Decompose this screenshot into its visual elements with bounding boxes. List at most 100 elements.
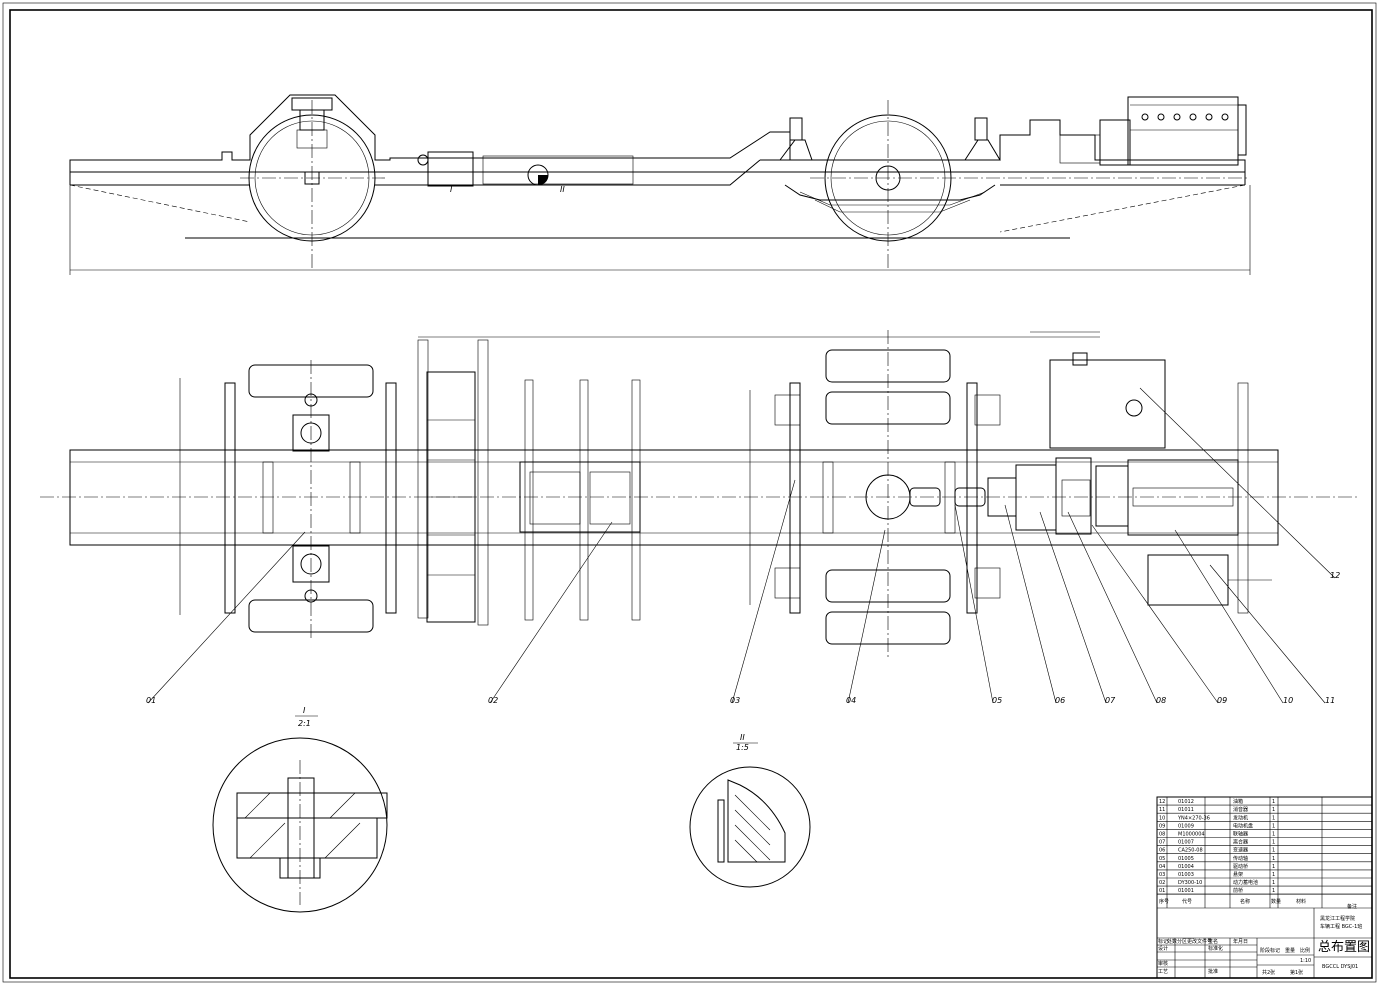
parts-row-qty: 1 [1272, 864, 1275, 870]
parts-row-code: 01011 [1178, 807, 1194, 813]
parts-row-qty: 1 [1272, 888, 1275, 894]
parts-row-qty: 1 [1272, 840, 1275, 846]
parts-row-name: 油箱 [1233, 798, 1243, 805]
sheet-total: 共2张 [1262, 969, 1275, 976]
detail-ii-scale: 1:5 [736, 743, 749, 752]
parts-row-no: 08 [1159, 832, 1165, 838]
parts-row-no: 05 [1159, 856, 1165, 862]
parts-row-code: YN4×270-36 [1177, 815, 1210, 821]
parts-row-name: 消音器 [1233, 806, 1248, 813]
tb-label-zone: 分区 [1177, 938, 1187, 945]
sheet-number: 第1张 [1290, 969, 1303, 976]
parts-row-code: 01007 [1178, 840, 1194, 846]
parts-row-qty: 1 [1272, 815, 1275, 821]
tb-label-review: 审核 [1158, 960, 1168, 967]
parts-row-no: 06 [1159, 848, 1165, 854]
parts-row-no: 09 [1159, 823, 1165, 829]
leader-label-08: 08 [1156, 696, 1166, 705]
parts-header-qty: 数量 [1271, 898, 1281, 905]
leader-label-02: 02 [488, 696, 498, 705]
top-view [40, 330, 1360, 660]
parts-row-code: 01004 [1178, 864, 1194, 870]
parts-row-no: 04 [1159, 864, 1165, 870]
inner-border [9, 9, 1373, 979]
parts-row-qty: 1 [1272, 856, 1275, 862]
detail-ii-mark: II [560, 185, 565, 194]
tb-label-sign: 签名 [1208, 938, 1218, 945]
parts-row-name: 动力蓄电池 [1233, 879, 1258, 886]
drawing-title: 总布置图 [1318, 940, 1370, 955]
parts-row-qty: 1 [1272, 823, 1275, 829]
leader-lines [147, 387, 1336, 704]
parts-row-qty: 1 [1272, 832, 1275, 838]
title-school: 黑龙江工程学院 [1320, 915, 1355, 922]
drawing-number: BGCCL DYSJ01 [1322, 964, 1358, 970]
parts-row-code: M1000004 [1178, 832, 1205, 838]
parts-header-remark: 备注 [1347, 903, 1357, 910]
tb-label-standard: 标准化 [1208, 945, 1223, 952]
muffler [1147, 554, 1229, 606]
parts-row-code: 01003 [1178, 872, 1194, 878]
title-class: 车辆工程 BGC-1班 [1320, 923, 1362, 930]
leader-label-12: 12 [1330, 571, 1340, 580]
leader-label-10: 10 [1283, 696, 1293, 705]
parts-row-name: 电动机盘 [1233, 822, 1253, 829]
leader-label-11: 11 [1325, 696, 1335, 705]
leader-label-01: 01 [146, 696, 156, 705]
detail-i-scale: 2:1 [298, 719, 311, 728]
detail-i-label: I [303, 706, 306, 715]
leader-label-06: 06 [1055, 696, 1065, 705]
parts-row-qty: 1 [1272, 872, 1275, 878]
parts-row-no: 11 [1159, 807, 1165, 813]
parts-row-no: 12 [1159, 799, 1165, 805]
tb-label-change-doc: 更改文件号 [1187, 938, 1212, 945]
parts-row-qty: 1 [1272, 848, 1275, 854]
parts-row-code: DY300-10 [1178, 880, 1202, 886]
parts-header-code: 代号 [1182, 898, 1192, 905]
parts-row-name: 发动机 [1233, 814, 1248, 821]
parts-row-code: 01001 [1178, 888, 1194, 894]
parts-row-no: 07 [1159, 840, 1165, 846]
parts-row-name: 悬架 [1233, 872, 1243, 878]
tb-label-stage: 阶段标记 [1260, 947, 1280, 954]
tb-label-process: 工艺 [1158, 969, 1168, 975]
tb-label-count: 处数 [1167, 938, 1177, 945]
parts-header-no: 序号 [1159, 898, 1169, 905]
parts-row-name: 前桥 [1233, 887, 1243, 894]
parts-row-name: 变速器 [1233, 847, 1248, 854]
parts-row-code: 01009 [1178, 823, 1194, 829]
engine-block [1127, 96, 1239, 166]
tb-label-date: 年月日 [1233, 938, 1248, 945]
detail-i-view: I 2:1 [212, 706, 388, 913]
leader-label-03: 03 [730, 696, 740, 705]
parts-row-no: 10 [1159, 815, 1165, 821]
parts-header-name: 名称 [1240, 898, 1250, 905]
parts-row-qty: 1 [1272, 880, 1275, 886]
detail-i-mark: I [450, 185, 453, 194]
leader-label-04: 04 [846, 696, 856, 705]
leader-label-05: 05 [992, 696, 1002, 705]
detail-ii-view: II 1:5 [689, 733, 811, 888]
tb-label-mark: 标记 [1158, 938, 1168, 945]
parts-row-qty: 1 [1272, 807, 1275, 813]
side-view [69, 94, 1251, 275]
parts-row-name: 联轴器 [1233, 831, 1248, 838]
detail-ii-label: II [740, 733, 745, 742]
tb-label-approve: 批准 [1208, 968, 1218, 975]
parts-row-code: 01005 [1178, 856, 1194, 862]
parts-row-code: 01012 [1178, 799, 1194, 805]
engine-top [1127, 459, 1239, 536]
frame [69, 449, 1279, 546]
parts-row-name: 驱动桥 [1233, 863, 1248, 870]
tb-label-ratio: 比例 [1300, 947, 1310, 954]
leader-label-09: 09 [1217, 696, 1227, 705]
fuel-tank [1049, 359, 1166, 449]
parts-row-name: 离合器 [1233, 839, 1248, 846]
parts-row-no: 02 [1159, 880, 1165, 886]
parts-header-material: 材料 [1296, 898, 1306, 905]
parts-row-name: 传动轴 [1233, 855, 1248, 862]
parts-row-code: CA250-08 [1178, 848, 1203, 854]
